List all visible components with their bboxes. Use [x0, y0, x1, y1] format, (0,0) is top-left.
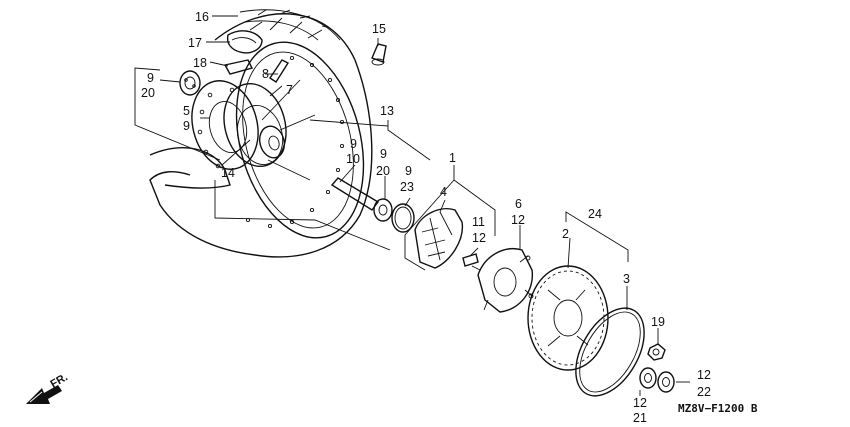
callout-9-d: 9 [380, 147, 387, 161]
stud [462, 253, 479, 267]
callout-9-e: 9 [405, 164, 412, 178]
collar [330, 177, 380, 211]
cap [371, 43, 387, 66]
tube [226, 30, 263, 54]
drive-chain [575, 307, 645, 397]
callout-7: 7 [286, 83, 293, 97]
callout-19: 19 [651, 315, 665, 329]
callout-17: 17 [188, 36, 202, 50]
leader-lines [134, 15, 690, 396]
callout-4: 4 [440, 185, 447, 199]
callout-15: 15 [372, 22, 386, 36]
callout-22: 22 [697, 385, 711, 399]
callout-24: 24 [588, 207, 602, 221]
callout-9-b: 9 [183, 119, 190, 133]
callout-11: 11 [472, 215, 485, 229]
callout-12-a: 12 [472, 231, 486, 245]
callout-21: 21 [633, 411, 647, 425]
callout-23: 23 [400, 180, 414, 194]
callout-5: 5 [183, 104, 190, 118]
bearing-sprocket [639, 367, 675, 393]
sprocket-hub [471, 248, 534, 313]
nut [647, 343, 666, 361]
callout-10: 10 [346, 152, 360, 166]
callout-20-a: 20 [141, 86, 155, 100]
callout-12-d: 12 [633, 396, 647, 410]
callout-8: 8 [262, 67, 269, 81]
callout-20-b: 20 [376, 164, 390, 178]
callout-16: 16 [195, 10, 209, 24]
front-direction-arrow: FR. [26, 371, 70, 404]
callout-labels: 16 17 18 9 20 8 7 5 9 15 13 9 10 9 20 9 … [141, 10, 711, 425]
callout-1: 1 [449, 151, 456, 165]
driven-sprocket [527, 265, 609, 371]
callout-13: 13 [380, 104, 394, 118]
damper [414, 208, 464, 269]
bearing-right [373, 198, 393, 222]
callout-14: 14 [221, 166, 235, 180]
o-ring [391, 203, 415, 233]
callout-3: 3 [623, 272, 630, 286]
callout-12-b: 12 [511, 213, 525, 227]
bearing-left [179, 70, 201, 96]
rear-wheel-tire [149, 9, 373, 258]
callout-6: 6 [515, 197, 522, 211]
front-label: FR. [49, 371, 70, 390]
callout-2: 2 [562, 227, 569, 241]
callout-12-c: 12 [697, 368, 711, 382]
callout-9-a: 9 [147, 71, 154, 85]
rim-band [223, 59, 254, 75]
callout-9-c: 9 [350, 137, 357, 151]
callout-18: 18 [193, 56, 207, 70]
valve [269, 59, 290, 83]
diagram-code: MZ8V−F1200 B [678, 402, 758, 415]
